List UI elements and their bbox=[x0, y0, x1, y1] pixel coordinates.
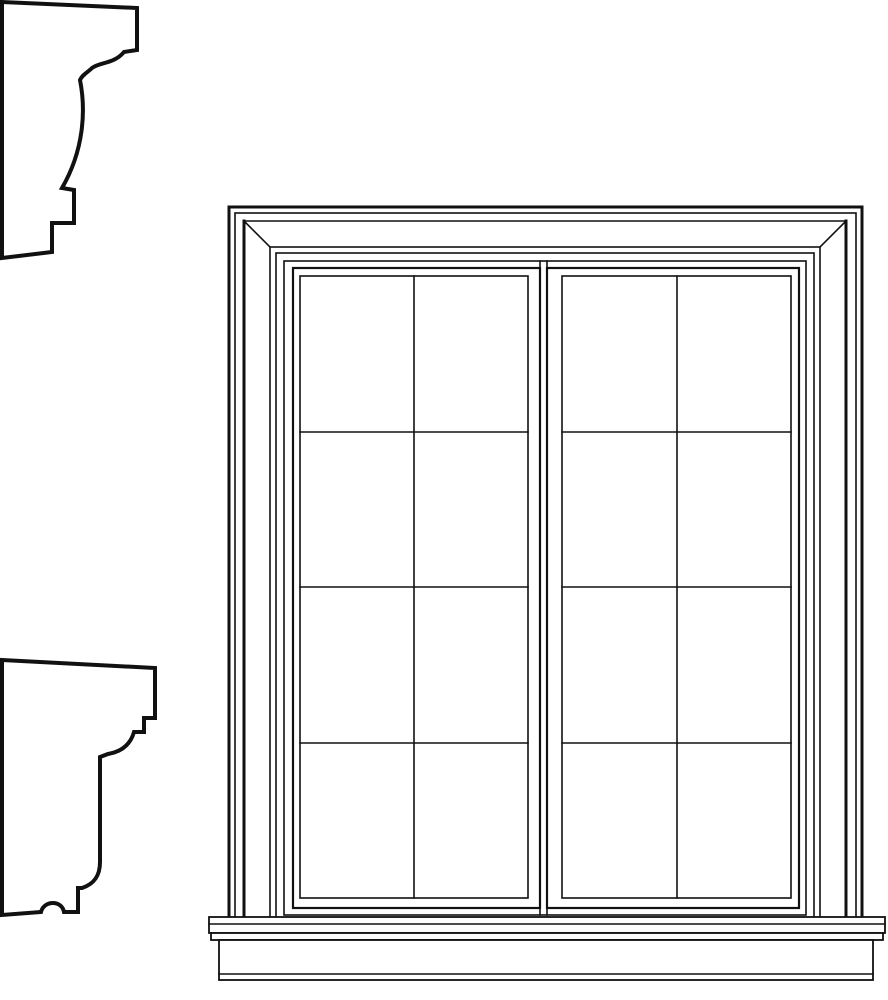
left-sash-frame bbox=[291, 266, 542, 910]
outer-casing bbox=[227, 205, 864, 921]
window-assembly bbox=[208, 205, 886, 981]
jamb-outline bbox=[269, 246, 821, 920]
sill-body bbox=[210, 932, 884, 941]
casing-miter-left bbox=[242, 219, 272, 249]
outer-casing-inner-edge bbox=[234, 212, 857, 920]
head-casing-molding-profile bbox=[0, 0, 139, 261]
right-sash-frame bbox=[545, 266, 801, 910]
sill-molding-profile bbox=[0, 657, 157, 918]
stop-outline bbox=[275, 252, 815, 920]
sill-nose bbox=[208, 916, 886, 934]
casing-miter-right bbox=[818, 219, 848, 249]
window-sill bbox=[208, 916, 886, 981]
frame-opening-outline bbox=[283, 260, 807, 916]
